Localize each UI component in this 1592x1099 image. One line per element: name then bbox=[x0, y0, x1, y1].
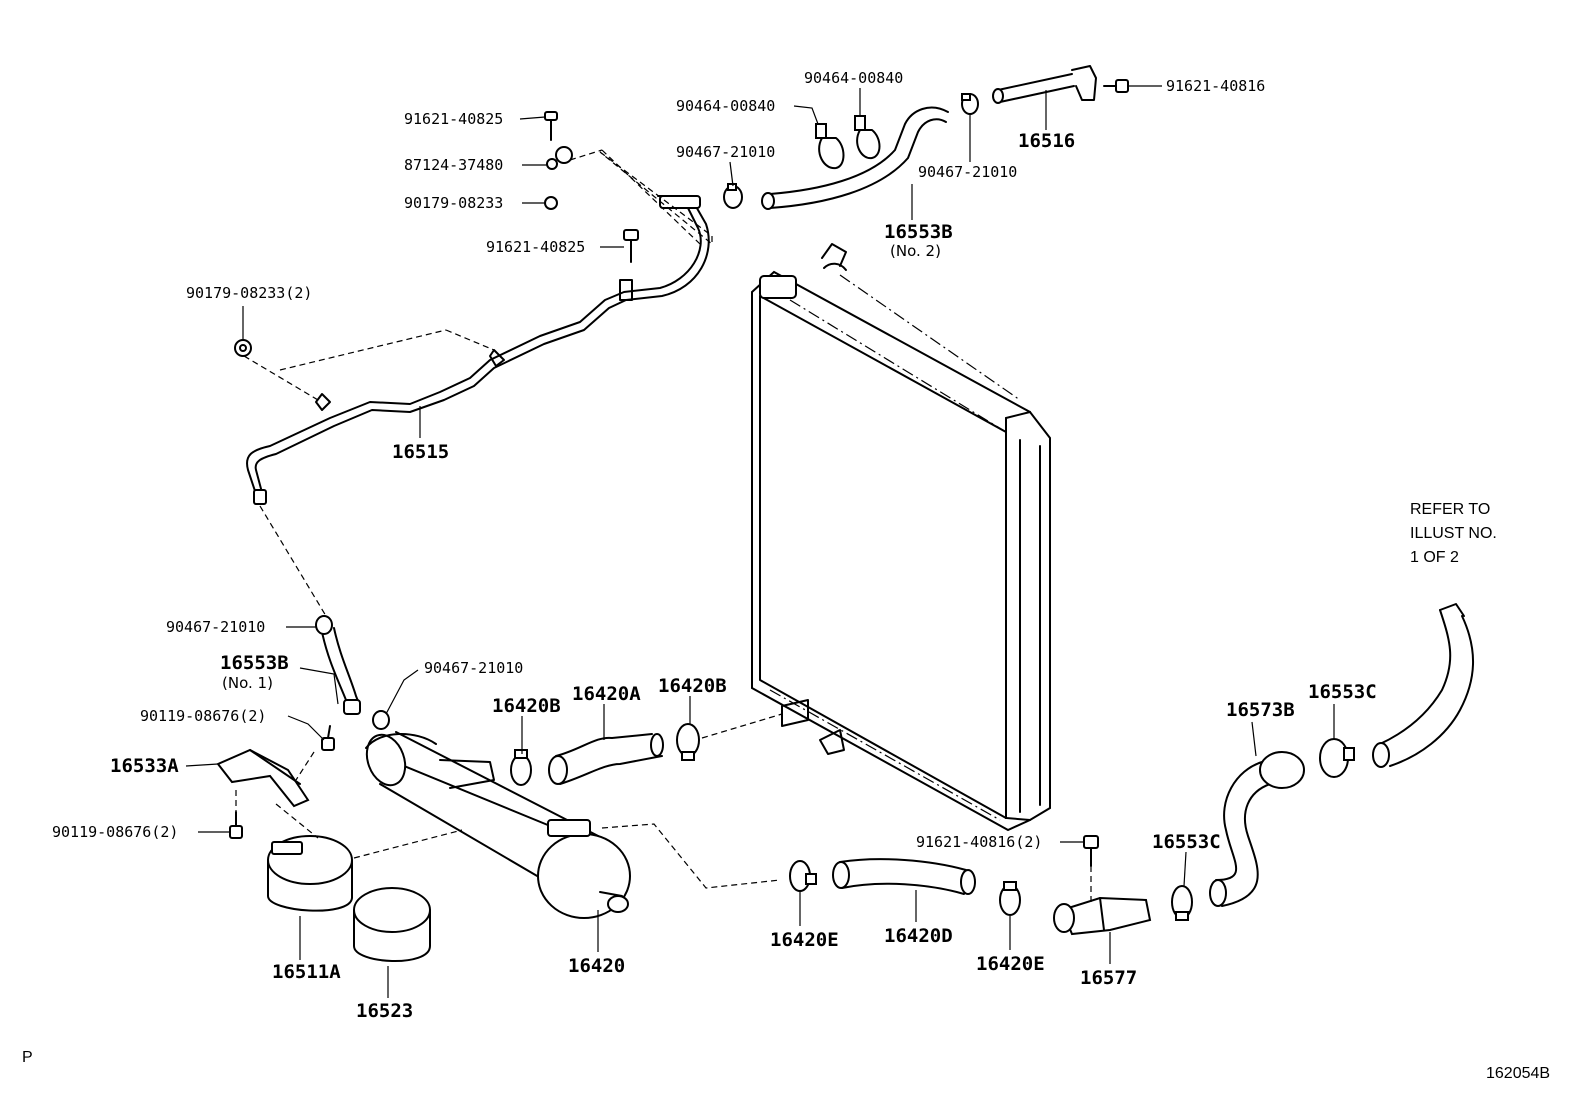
hose-16573B bbox=[1209, 751, 1305, 907]
pipe-16577 bbox=[1053, 896, 1152, 936]
clamp-16553C-a bbox=[1319, 738, 1355, 778]
label-16553C-b: 16553C bbox=[1152, 831, 1221, 853]
label-90464-00840-a: 90464-00840 bbox=[676, 97, 775, 115]
label-16553B-no2: 16553B bbox=[884, 221, 953, 243]
label-16420B-b: 16420B bbox=[658, 675, 727, 697]
label-16420E-b: 16420E bbox=[976, 953, 1045, 975]
label-90467-21010-d: 90467-21010 bbox=[424, 659, 523, 677]
hose-16553B-no1 bbox=[321, 627, 361, 715]
clamp-90464-00840-a bbox=[815, 123, 845, 170]
refer-note-line3: 1 OF 2 bbox=[1410, 549, 1459, 566]
bolt-91621-40816-2 bbox=[1083, 835, 1099, 867]
hose-16420D bbox=[832, 858, 976, 895]
label-91621-40816-2: 91621-40816(2) bbox=[916, 833, 1042, 851]
label-16553B-no1-sub: (No. 1) bbox=[222, 674, 273, 692]
label-91621-40825-a: 91621-40825 bbox=[404, 110, 503, 128]
label-16516: 16516 bbox=[1018, 130, 1075, 152]
bolt-90119-08676-b bbox=[229, 811, 243, 839]
label-16420E-a: 16420E bbox=[770, 929, 839, 951]
leader-lines bbox=[185, 85, 1335, 998]
hose-upper-right bbox=[1372, 603, 1475, 768]
label-16533A: 16533A bbox=[110, 755, 179, 777]
clamp-16553C-b bbox=[1171, 885, 1193, 921]
illustration-id: 162054B bbox=[1486, 1065, 1550, 1082]
label-90467-21010-a: 90467-21010 bbox=[676, 143, 775, 161]
band-16523 bbox=[353, 887, 431, 963]
pipe-16516 bbox=[992, 65, 1097, 104]
bolt-90119-08676-a bbox=[321, 725, 335, 751]
clamp-16420B-a bbox=[510, 749, 532, 786]
label-90464-00840-b: 90464-00840 bbox=[804, 69, 903, 87]
label-16511A: 16511A bbox=[272, 961, 341, 983]
label-90467-21010-b: 90467-21010 bbox=[918, 163, 1017, 181]
label-90179-08233: 90179-08233 bbox=[404, 194, 503, 212]
part-labels: 91621-40825 87124-37480 90179-08233 9162… bbox=[22, 69, 1550, 1082]
label-87124-37480: 87124-37480 bbox=[404, 156, 503, 174]
label-91621-40816: 91621-40816 bbox=[1166, 77, 1265, 95]
bracket-16533A bbox=[216, 748, 310, 808]
clamp-90467-21010-left bbox=[315, 615, 333, 635]
label-16577: 16577 bbox=[1080, 967, 1137, 989]
label-90119-08676-b: 90119-08676(2) bbox=[52, 823, 178, 841]
label-16420D: 16420D bbox=[884, 925, 953, 947]
hose-16553B-no2 bbox=[761, 106, 949, 210]
clamp-90467-21010-mid bbox=[372, 710, 390, 730]
label-16553B-no2-sub: (No. 2) bbox=[890, 242, 941, 260]
hose-16420A bbox=[548, 733, 664, 785]
label-90119-08676-a: 90119-08676(2) bbox=[140, 707, 266, 725]
label-91621-40825-b: 91621-40825 bbox=[486, 238, 585, 256]
bolt-91621-40825-b bbox=[623, 229, 639, 263]
corner-mark: P bbox=[22, 1049, 33, 1066]
label-16515: 16515 bbox=[392, 441, 449, 463]
clamp-90467-21010-right bbox=[961, 93, 979, 115]
clamp-90464-00840-b bbox=[854, 115, 881, 160]
clamp-16420E-b bbox=[999, 881, 1021, 916]
clamp-16511A bbox=[267, 835, 353, 912]
nut-90179-08233 bbox=[544, 196, 558, 210]
label-16420: 16420 bbox=[568, 955, 625, 977]
label-16420A: 16420A bbox=[572, 683, 641, 705]
bolt-91621-40816 bbox=[1103, 79, 1129, 93]
label-16523: 16523 bbox=[356, 1000, 413, 1022]
bolt-91621-40825-a bbox=[544, 111, 558, 141]
assembly-lines bbox=[235, 149, 1092, 902]
water-pipe-16515 bbox=[246, 195, 710, 505]
nut-90179-08233-2 bbox=[234, 339, 252, 357]
oil-cooler-16420 bbox=[365, 731, 631, 919]
label-16420B-a: 16420B bbox=[492, 695, 561, 717]
clamp-90467-21010-top bbox=[723, 183, 743, 209]
clamp-16420E-a bbox=[789, 860, 817, 892]
refer-note-line1: REFER TO bbox=[1410, 501, 1490, 518]
clamp-16420B-b bbox=[676, 723, 700, 761]
refer-note-line2: ILLUST NO. bbox=[1410, 525, 1497, 542]
label-90467-21010-c: 90467-21010 bbox=[166, 618, 265, 636]
label-90179-08233-2: 90179-08233(2) bbox=[186, 284, 312, 302]
label-16553C-a: 16553C bbox=[1308, 681, 1377, 703]
label-16573B: 16573B bbox=[1226, 699, 1295, 721]
radiator-illustration bbox=[751, 243, 1051, 832]
label-16553B-no1: 16553B bbox=[220, 652, 289, 674]
clamp-87124-37480 bbox=[546, 146, 573, 170]
